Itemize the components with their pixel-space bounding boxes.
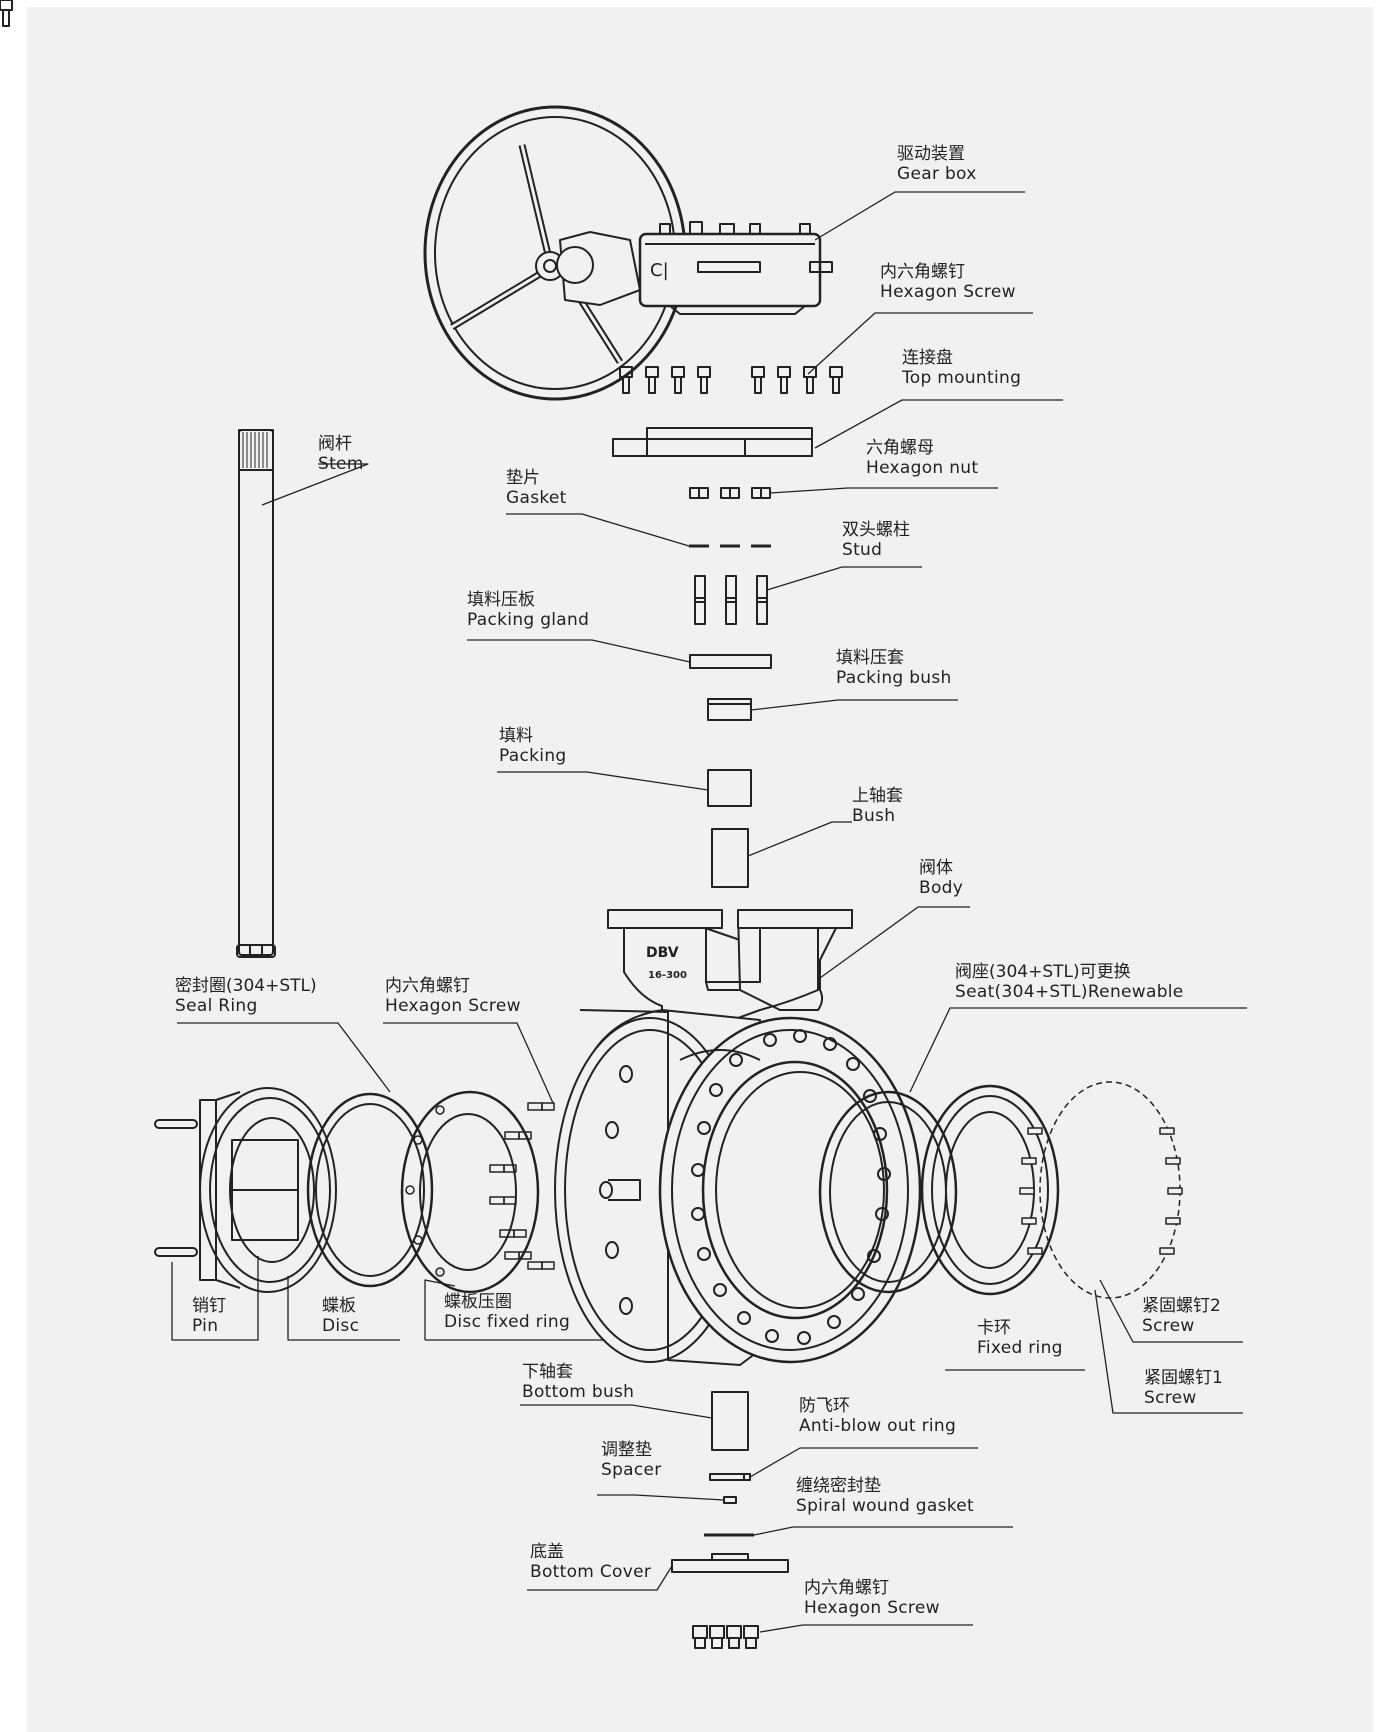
fixed-ring-part xyxy=(920,1084,1060,1296)
valve-body: DBV 16-300 xyxy=(554,909,922,1366)
label-seal-ring: 密封圈(304+STL)Seal Ring xyxy=(175,976,317,1016)
hexagon-screws-disc xyxy=(489,1102,555,1270)
disc-fixed-ring-part xyxy=(400,1090,540,1294)
hexagon-screws-bottom xyxy=(692,1625,759,1649)
hexagon-screws-top xyxy=(0,0,843,394)
bottom-bush-part xyxy=(711,1391,749,1451)
seal-ring-part xyxy=(306,1092,434,1288)
body-brand-marking: DBV xyxy=(646,945,679,961)
bush-part xyxy=(711,828,749,888)
hexagon-nuts xyxy=(689,487,771,499)
screws-ring xyxy=(1019,1081,1183,1299)
packing-gland-part xyxy=(689,654,772,669)
leader-lines xyxy=(171,191,1247,1633)
body-rating-marking: 16-300 xyxy=(648,970,687,981)
disc-part xyxy=(199,1087,337,1293)
spacer-part xyxy=(723,1496,737,1504)
top-mounting-plate xyxy=(612,427,813,457)
bottom-cover-part xyxy=(671,1553,789,1573)
gear-box-housing: C| xyxy=(556,221,833,315)
anti-blow-out-ring-part xyxy=(709,1473,751,1481)
packing-bush-part xyxy=(707,698,752,721)
studs xyxy=(694,575,768,625)
svg-text:C|: C| xyxy=(650,260,669,281)
stem-part xyxy=(236,429,276,958)
packing-part xyxy=(707,769,752,807)
pins xyxy=(154,1119,198,1257)
